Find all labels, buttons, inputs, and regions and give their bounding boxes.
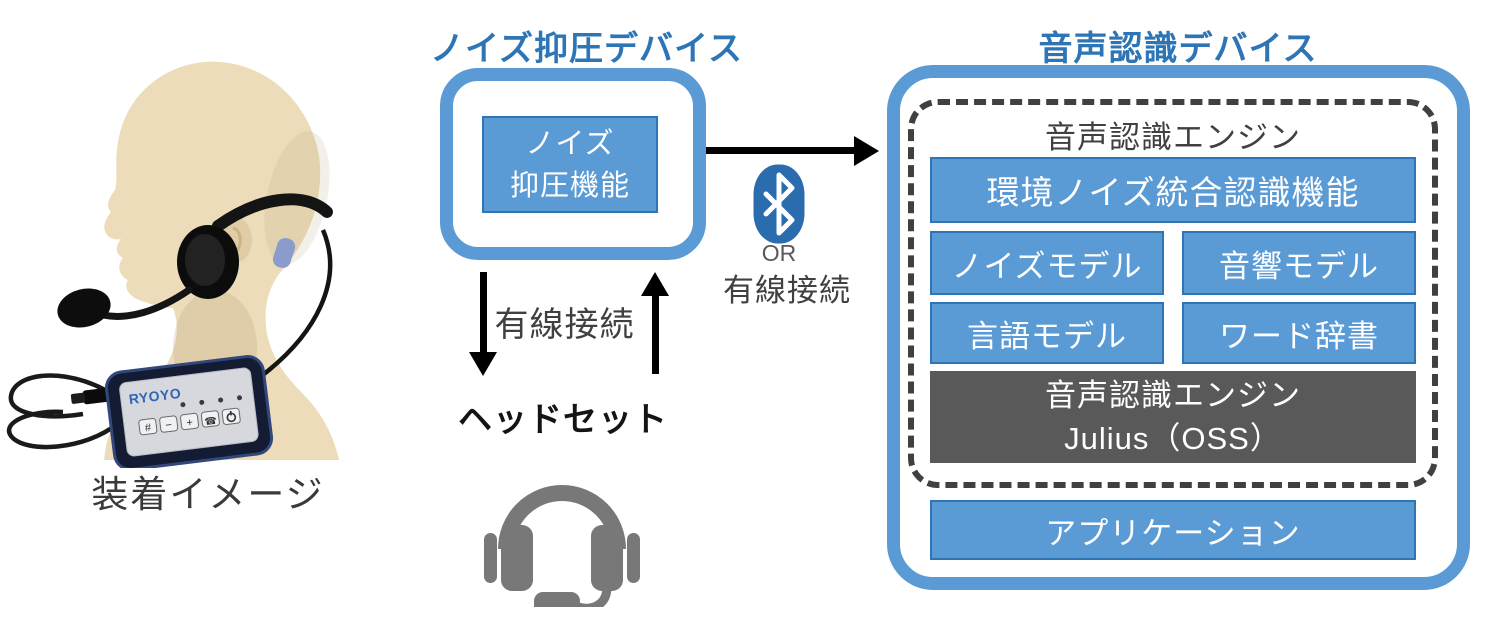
wired-connection-label-right: 有線接続 (723, 273, 851, 308)
julius-line1: 音声認識エンジン (1045, 378, 1301, 413)
noise-suppression-function-box: ノイズ 抑圧機能 (482, 116, 658, 213)
integrated-noise-recognition-box: 環境ノイズ統合認識機能 (930, 157, 1416, 223)
headset-mic-foam (57, 288, 111, 328)
julius-engine-box: 音声認識エンジン Julius（OSS） (930, 371, 1416, 463)
worn-headset (57, 193, 333, 412)
headset-label: ヘッドセット (458, 401, 668, 439)
wired-connection-label-vertical: 有線接続 (494, 306, 635, 344)
recognition-engine-label: 音声認識エンジン (1045, 120, 1301, 155)
phone-button-icon: ☎ (204, 416, 218, 428)
noise-model-box: ノイズモデル (930, 231, 1164, 295)
arrow-up-head (641, 272, 669, 296)
word-dictionary-box: ワード辞書 (1182, 302, 1416, 364)
arrow-down-line (480, 272, 487, 354)
arrow-right-line (706, 147, 854, 154)
acoustic-model-box: 音響モデル (1182, 231, 1416, 295)
language-model-box: 言語モデル (930, 302, 1164, 364)
power-button-icon (226, 410, 237, 423)
photo-caption: 装着イメージ (91, 474, 325, 515)
arrow-up-line (652, 294, 659, 374)
device-panel (119, 367, 259, 457)
device-leds (180, 395, 243, 408)
or-label: OR (761, 240, 797, 266)
arrow-right-head (854, 136, 879, 166)
application-box: アプリケーション (930, 500, 1416, 560)
noise-function-line2: 抑圧機能 (509, 169, 630, 202)
julius-line2: Julius（OSS） (1064, 421, 1282, 456)
hash-button-icon: # (144, 422, 152, 435)
recognition-device-title: 音声認識デバイス (1038, 30, 1318, 68)
arrow-down-head (469, 352, 497, 376)
plus-button-icon: + (186, 417, 194, 430)
headset-boom (99, 286, 193, 320)
bluetooth-icon (753, 164, 805, 244)
noise-function-line1: ノイズ (525, 127, 615, 160)
control-device: RYOYO # − + ☎ (104, 355, 274, 468)
noise-device-title: ノイズ抑圧デバイス (430, 30, 743, 68)
mannequin-headset-photo: RYOYO # − + ☎ (6, 61, 339, 468)
recognition-engine-group (908, 99, 1438, 488)
device-brand-label: RYOYO (128, 385, 182, 407)
coiled-cable (6, 373, 123, 450)
headset-icon (484, 485, 640, 607)
headset-neckband (212, 193, 333, 232)
minus-button-icon: − (165, 419, 173, 432)
headset-tag (272, 238, 296, 268)
device-buttons: # − + ☎ (138, 407, 241, 436)
